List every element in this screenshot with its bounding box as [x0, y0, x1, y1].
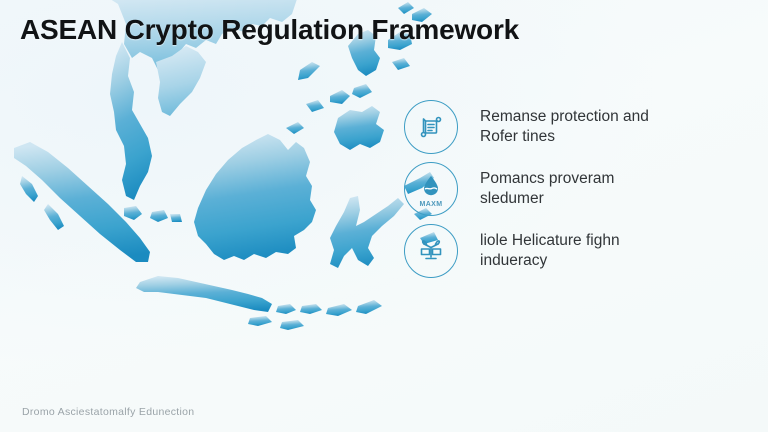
- list-item[interactable]: liole Helicature fighn indueracy: [404, 220, 754, 282]
- page-title: ASEAN Crypto Regulation Framework: [20, 14, 520, 45]
- list-item-text: liole Helicature fighn indueracy: [480, 231, 620, 271]
- document-contract-icon: [404, 100, 458, 154]
- list-item[interactable]: Remanse protection and Rofer tines: [404, 96, 754, 158]
- footer-caption: Dromo Asciestatomalfy Edunection: [22, 406, 195, 418]
- list-item-line-2: indueracy: [480, 252, 548, 269]
- list-item-line-1: Remanse protection and: [480, 108, 649, 126]
- water-drop-icon: MAXM: [404, 162, 458, 216]
- list-item-line-2: Rofer tines: [480, 128, 555, 145]
- list-item[interactable]: MAXM Pomancs proveram sledumer: [404, 158, 754, 220]
- balance-scale-icon: [404, 224, 458, 278]
- map-region-southeast-asia: [14, 0, 438, 330]
- list-item-text: Remanse protection and Rofer tines: [480, 107, 649, 147]
- list-item-text: Pomancs proveram sledumer: [480, 169, 614, 209]
- key-points-list: Remanse protection and Rofer tines MAXM …: [404, 96, 754, 282]
- list-item-line-2: sledumer: [480, 190, 544, 207]
- icon-sublabel: MAXM: [419, 201, 443, 208]
- list-item-line-1: Pomancs proveram: [480, 170, 615, 188]
- list-item-line-1: liole Helicature fighn: [480, 232, 620, 250]
